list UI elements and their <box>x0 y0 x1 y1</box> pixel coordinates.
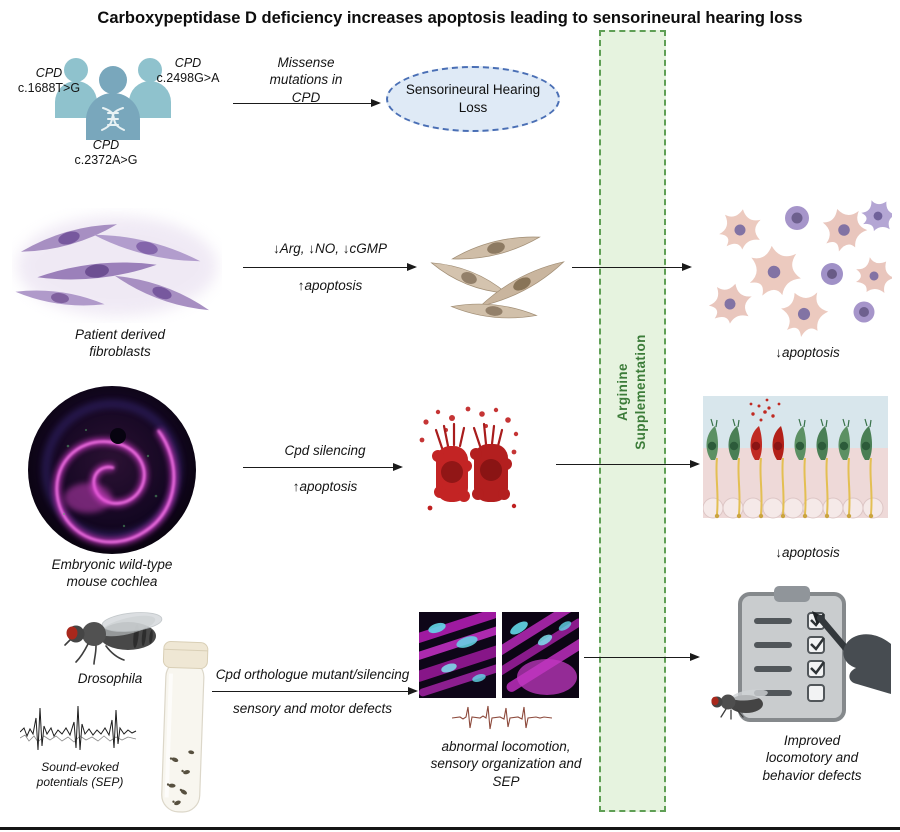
arrow-fibroblasts-rescue <box>572 262 692 271</box>
dna-icon <box>101 107 125 131</box>
gene-change: c.1688T>G <box>17 81 81 96</box>
sep-label: Sound-evoked potentials (SEP) <box>36 760 124 790</box>
patients-svg <box>55 58 171 140</box>
hand <box>843 634 891 694</box>
vial-flies <box>166 750 195 806</box>
arrow-drosophila-rescue <box>584 652 700 661</box>
neuron-tips <box>714 513 874 519</box>
gene-change: c.2498G>A <box>156 71 220 86</box>
arrow-fibroblasts <box>243 262 417 271</box>
red-hair-cells-svg <box>419 406 519 511</box>
hearing-loss-label: Sensorineural Hearing Loss <box>405 82 541 115</box>
cpd-silencing-label: Cpd silencing <box>284 443 366 458</box>
page-title: Carboxypeptidase D deficiency increases … <box>97 9 803 27</box>
tissue-svg <box>703 396 888 519</box>
supporting-cells <box>703 497 884 519</box>
hair-bundles <box>434 422 504 450</box>
apoptosis-down-label-row3: ↓apoptosis <box>775 545 840 560</box>
cpd-orthologue-label: Cpd orthologue mutant/silencing <box>215 667 410 682</box>
arginine-band-label: Arginine Supplementation <box>614 334 648 450</box>
gene-name: CPD <box>174 56 202 70</box>
apoptotic-hair-cells-illustration <box>416 404 524 516</box>
apoptosis-up-label-row2: ↑apoptosis <box>297 278 363 293</box>
micrographs-svg <box>419 612 579 698</box>
arg-no-cgmp-label: ↓Arg, ↓NO, ↓cGMP <box>272 241 387 256</box>
behavior-checklist-clipboard <box>726 586 891 731</box>
gene-change: c.2372A>G <box>74 153 138 168</box>
neurons <box>715 457 873 515</box>
sound-evoked-potential-trace <box>20 698 138 756</box>
green-hair-cells <box>706 418 872 460</box>
apoptotic-fibroblasts-illustration <box>424 216 569 331</box>
mini-fly-svg <box>711 689 768 720</box>
patient-trio-dna-icon <box>48 54 178 142</box>
mini-trace-svg <box>452 705 552 730</box>
arrow-missense <box>233 98 381 107</box>
fly-eye <box>66 626 78 640</box>
micrograph-left <box>419 612 496 698</box>
gene-name: CPD <box>92 138 120 152</box>
purple-fibroblasts-svg <box>14 216 217 317</box>
fly-culture-vial <box>153 639 213 821</box>
fly-thorax <box>82 622 106 646</box>
mouse-cochlea-micrograph <box>28 386 196 554</box>
variant-label-1: CPD c.1688T>G <box>10 66 88 97</box>
apoptotic-bodies <box>419 406 519 455</box>
missense-arrow-label: Missense mutations in CPD <box>269 55 343 105</box>
sensory-motor-label: sensory and motor defects <box>232 701 393 716</box>
fibroblast-source-label: Patient derived fibroblasts <box>74 327 166 360</box>
clipboard-svg <box>738 586 891 722</box>
hearing-loss-outcome-ellipse: Sensorineural Hearing Loss <box>386 66 560 132</box>
organ-of-corti-illustration <box>703 396 888 541</box>
fluorescence-micrographs <box>419 612 579 698</box>
fly-legs <box>64 639 125 665</box>
abnormal-sep-trace <box>452 702 552 732</box>
figure-bottom-border <box>0 827 900 830</box>
hair-cell-bodies <box>432 444 512 502</box>
fly-svg <box>64 612 163 665</box>
dying-red-hair-cells <box>749 398 784 460</box>
sep-trace-svg <box>20 705 137 751</box>
arrow-cochlea <box>243 462 403 471</box>
cochlea-svg <box>28 386 196 554</box>
rescued-fly-illustration <box>704 682 774 722</box>
vial-plug <box>162 641 209 670</box>
clipboard-clip <box>774 586 810 602</box>
patient-fibroblasts-illustration <box>12 208 222 323</box>
tan-fibroblasts-svg <box>428 230 568 323</box>
arginine-band <box>599 30 666 812</box>
gene-name: CPD <box>35 66 63 80</box>
improved-behavior-label: Improved locomotory and behavior defects <box>762 733 862 783</box>
arrow-drosophila <box>212 686 418 695</box>
rescued-cells-illustration <box>692 192 892 350</box>
variant-label-3: CPD c.2372A>G <box>64 138 148 169</box>
cochlea-source-label: Embryonic wild-type mouse cochlea <box>51 557 173 590</box>
patient-left-icon <box>55 58 97 118</box>
patient-right-icon <box>129 58 171 118</box>
apoptosis-down-label-row2: ↓apoptosis <box>775 345 840 360</box>
checklist-rows <box>754 612 826 702</box>
variant-label-2: CPD c.2498G>A <box>148 56 228 87</box>
abnormal-locomotion-caption: abnormal locomotion, sensory organizatio… <box>430 739 582 789</box>
patient-center-icon <box>86 66 140 140</box>
apoptosis-up-label-row3: ↑apoptosis <box>292 479 358 494</box>
arrow-cochlea-rescue <box>556 459 700 468</box>
vial-svg <box>161 641 209 813</box>
micrograph-right <box>502 612 579 698</box>
drosophila-label: Drosophila <box>77 671 143 686</box>
pink-cells-svg <box>705 193 892 343</box>
drosophila-fly-illustration <box>50 596 168 666</box>
